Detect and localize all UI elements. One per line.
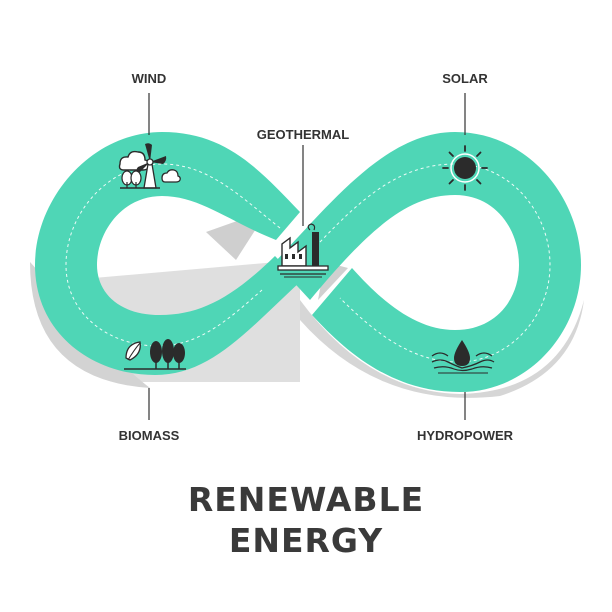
connector-lines xyxy=(148,93,466,420)
wind-turbine-icon xyxy=(118,143,181,189)
sun-icon xyxy=(442,145,488,191)
factory-icon xyxy=(277,223,329,278)
trees-icon xyxy=(124,339,186,370)
label-solar: SOLAR xyxy=(442,71,488,86)
label-geothermal: GEOTHERMAL xyxy=(256,127,350,142)
water-drop-icon xyxy=(431,340,495,374)
label-biomass: BIOMASS xyxy=(118,428,180,443)
label-wind: WIND xyxy=(131,71,167,86)
title-line-1: RENEWABLE xyxy=(187,480,425,519)
label-hydropower: HYDROPOWER xyxy=(416,428,514,443)
ribbon-right-loop xyxy=(275,132,581,392)
lane-dashes xyxy=(65,163,551,363)
title-line-2: ENERGY xyxy=(228,521,384,560)
